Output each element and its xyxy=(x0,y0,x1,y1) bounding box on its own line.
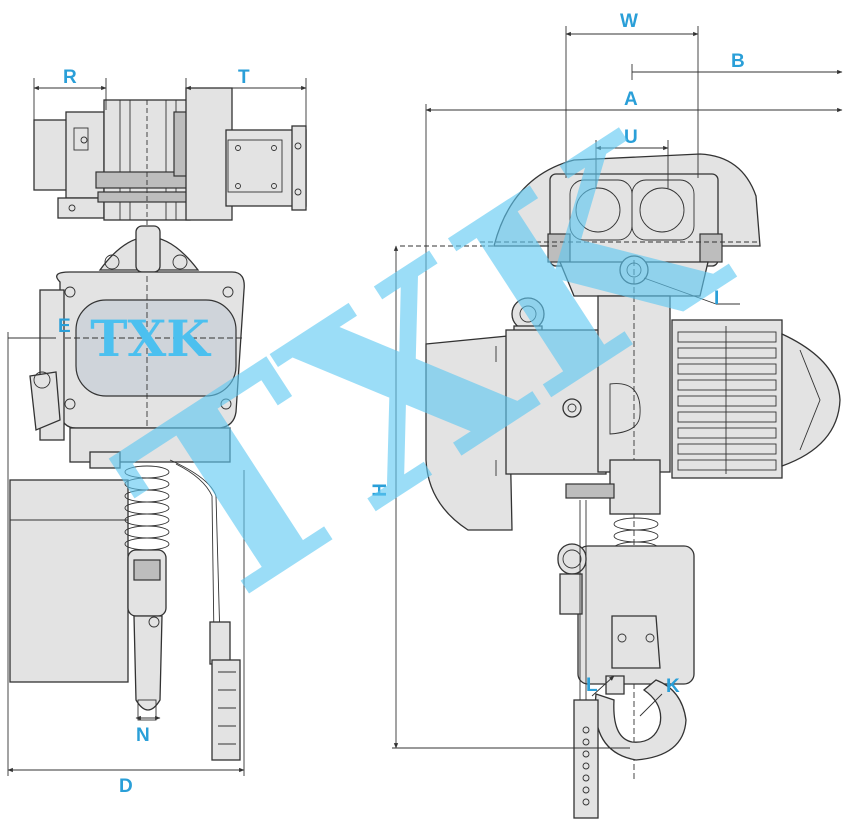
dim-label-d: D xyxy=(119,776,133,797)
dim-label-b: B xyxy=(731,51,745,72)
dim-label-k: K xyxy=(666,676,680,697)
dim-label-r: R xyxy=(63,67,77,88)
dim-label-i: I xyxy=(714,288,719,309)
dim-label-e: E xyxy=(58,316,71,337)
front-view-dimensions xyxy=(392,26,843,749)
dim-label-w: W xyxy=(620,11,638,32)
dim-label-t: T xyxy=(238,67,250,88)
motor-fins xyxy=(671,319,783,479)
brand-logo: TXK xyxy=(90,309,211,368)
side-view xyxy=(9,87,307,761)
dim-label-n: N xyxy=(136,725,150,746)
side-view-dimensions xyxy=(7,78,307,776)
front-view xyxy=(400,153,841,819)
dim-label-h: H xyxy=(370,483,391,497)
dim-label-u: U xyxy=(624,127,638,148)
dim-label-l: L xyxy=(586,675,598,696)
dim-label-a: A xyxy=(624,89,638,110)
